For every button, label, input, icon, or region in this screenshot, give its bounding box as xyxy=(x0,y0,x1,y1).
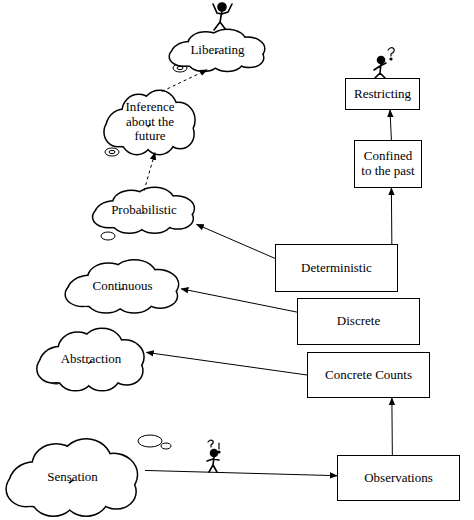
arrow-connector xyxy=(145,470,337,475)
node-text: Confined to the past xyxy=(359,149,417,179)
thought-cloud: Probabilistic xyxy=(88,186,200,234)
node-text: Liberating xyxy=(190,43,244,58)
node-text: Observations xyxy=(364,471,433,486)
thought-cloud: Sensation xyxy=(0,436,145,518)
thought-cloud: Abstraction xyxy=(32,326,150,392)
arrow-connector xyxy=(144,153,155,191)
thought-bubble xyxy=(105,148,119,156)
node-text: Continuous xyxy=(93,279,153,294)
node-text: Inference about the future xyxy=(116,100,184,145)
node-text: Probabilistic xyxy=(111,203,177,218)
arrow-connector xyxy=(391,398,392,455)
thought-bubble xyxy=(101,232,115,240)
node-text: Concrete Counts xyxy=(325,368,412,383)
process-box: Discrete xyxy=(297,298,420,345)
thought-cloud: Inference about the future xyxy=(100,88,200,156)
stick-figure xyxy=(213,3,232,30)
process-box: Observations xyxy=(337,455,460,501)
node-text: Abstraction xyxy=(61,352,122,367)
arrow-connector xyxy=(390,110,391,140)
thought-cloud: Continuous xyxy=(60,258,185,314)
process-box: Restricting xyxy=(345,78,420,110)
arrow-connector xyxy=(391,188,392,244)
thought-bubble xyxy=(138,435,162,447)
node-text: Sensation xyxy=(47,470,98,485)
stick-figure xyxy=(374,48,394,78)
node-text: Discrete xyxy=(337,314,380,329)
process-box: Confined to the past xyxy=(354,140,422,188)
node-text: Deterministic xyxy=(301,261,372,276)
arrow-connector xyxy=(162,70,207,92)
node-text: Restricting xyxy=(354,87,411,102)
thought-bubble xyxy=(109,150,115,153)
process-box: Concrete Counts xyxy=(307,352,430,398)
process-box: Deterministic xyxy=(275,244,398,292)
arrow-connector xyxy=(197,224,275,258)
thought-cloud: Liberating xyxy=(165,28,270,72)
thought-bubble xyxy=(161,443,171,449)
arrow-connector xyxy=(146,352,307,375)
stick-figure xyxy=(207,440,220,472)
arrow-connector xyxy=(181,289,297,312)
